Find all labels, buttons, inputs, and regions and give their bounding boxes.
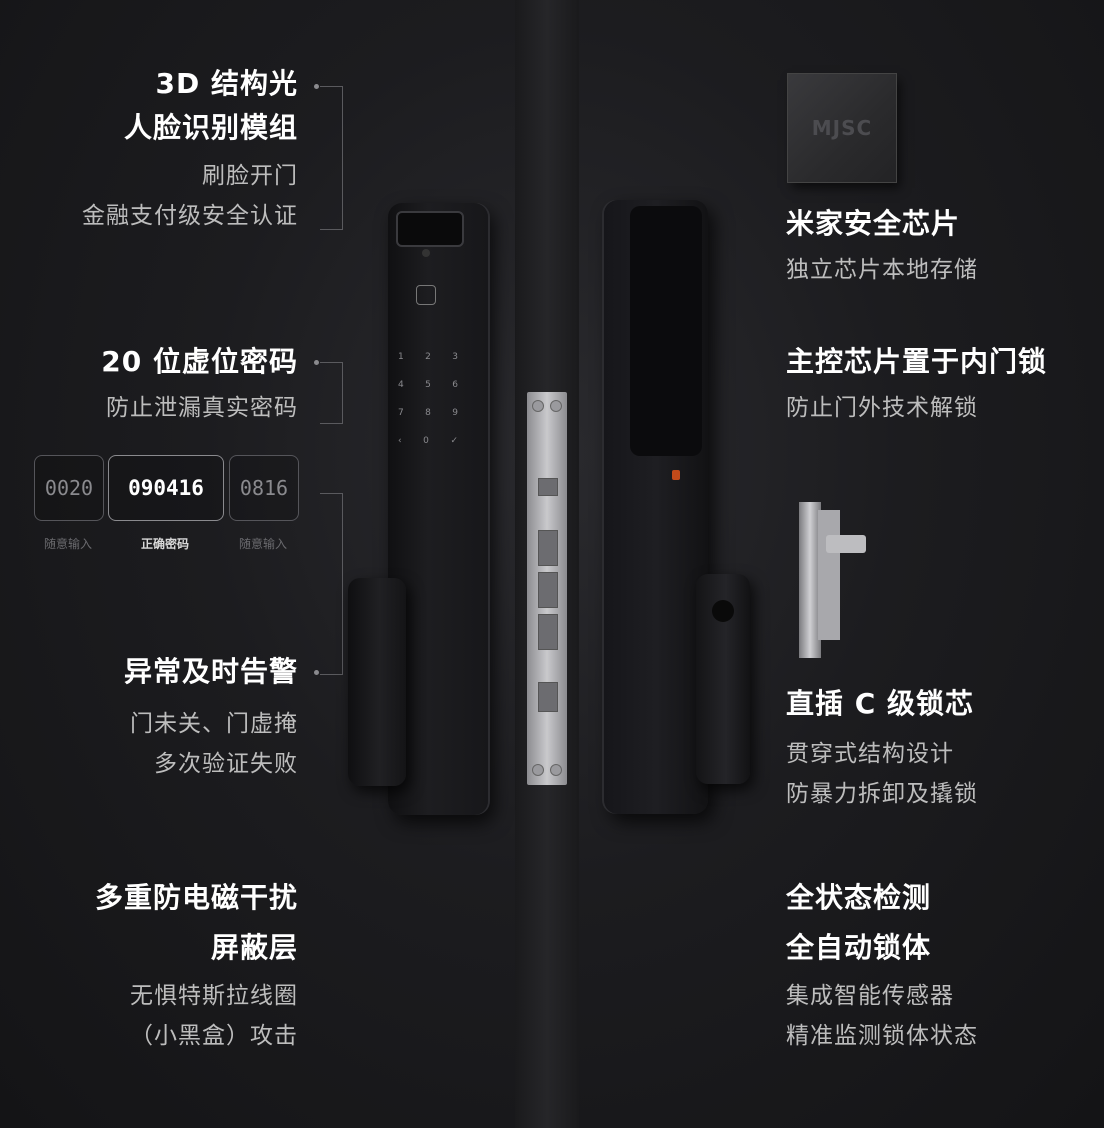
- pin-caption-correct: 正确密码: [140, 537, 189, 551]
- latch-slot: [538, 530, 558, 566]
- feature-desc: 集成智能传感器: [786, 983, 954, 1009]
- feature-title: 米家安全芯片: [786, 207, 961, 240]
- mortise-plate: [527, 392, 567, 785]
- feature-desc: 门未关、门虚掩: [130, 711, 298, 737]
- back-handle: [696, 574, 750, 784]
- security-chip-image: MJSC: [788, 74, 896, 182]
- keypad: 1 2 3 4 5 6 7 8 9 ‹ 0 ✓: [398, 343, 458, 455]
- key: 9: [452, 408, 458, 418]
- feature-main-chip: 主控芯片置于内门锁 防止门外技术解锁: [786, 340, 1047, 428]
- feature-desc: 无惧特斯拉线圈: [130, 983, 298, 1009]
- feature-desc: 贯穿式结构设计: [786, 741, 954, 767]
- keypad-row: 7 8 9: [398, 399, 458, 427]
- feature-virtual-password: 20 位虚位密码 防止泄漏真实密码: [101, 340, 298, 428]
- feature-title: 人脸识别模组: [123, 111, 298, 144]
- key: 0: [423, 436, 429, 446]
- screw: [550, 400, 562, 412]
- key: 3: [452, 352, 458, 362]
- leader-line: [320, 362, 343, 424]
- leader-line: [320, 86, 343, 230]
- feature-title: 全状态检测: [786, 881, 932, 914]
- feature-desc: 防暴力拆卸及撬锁: [786, 781, 978, 807]
- feature-desc: 刷脸开门: [202, 163, 298, 189]
- key: 8: [425, 408, 431, 418]
- latch-slot: [538, 682, 558, 712]
- feature-title: 屏蔽层: [210, 931, 298, 964]
- face-icon: [416, 285, 436, 305]
- screw: [550, 764, 562, 776]
- feature-title: 全自动锁体: [786, 931, 932, 964]
- key: 4: [398, 380, 404, 390]
- lock-cylinder-body: [818, 510, 840, 640]
- keypad-row: 1 2 3: [398, 343, 458, 371]
- keypad-row: ‹ 0 ✓: [398, 427, 458, 455]
- key: ‹: [398, 436, 402, 446]
- back-screen: [630, 206, 702, 456]
- feature-title: 主控芯片置于内门锁: [786, 345, 1048, 378]
- pin-caption: 随意输入: [238, 537, 287, 551]
- feature-c-grade-cylinder: 直插 C 级锁芯 贯穿式结构设计 防暴力拆卸及撬锁: [786, 682, 978, 814]
- front-handle: [348, 578, 406, 786]
- status-led: [672, 470, 680, 480]
- key: 2: [425, 352, 431, 362]
- pin-caption: 随意输入: [43, 537, 92, 551]
- lock-cylinder-bolt: [826, 535, 866, 553]
- knob-icon: [712, 600, 734, 622]
- feature-full-detection: 全状态检测 全自动锁体 集成智能传感器 精准监测锁体状态: [786, 876, 978, 1056]
- keypad-row: 4 5 6: [398, 371, 458, 399]
- pin-box-correct: 090416: [108, 455, 224, 521]
- feature-title: 异常及时告警: [123, 655, 298, 688]
- feature-title: 3D 结构光: [155, 67, 298, 100]
- feature-desc: 防止泄漏真实密码: [106, 395, 298, 421]
- feature-security-chip: 米家安全芯片 独立芯片本地存储: [786, 202, 978, 290]
- leader-dot: [314, 84, 319, 89]
- leader-line: [320, 493, 343, 675]
- lock-cylinder-image: [799, 502, 821, 658]
- latch-slot: [538, 478, 558, 496]
- pin-box: 0020: [34, 455, 104, 521]
- feature-desc: 防止门外技术解锁: [786, 395, 978, 421]
- key: ✓: [450, 436, 458, 446]
- camera-icon: [422, 249, 430, 257]
- feature-emi-shield: 多重防电磁干扰 屏蔽层 无惧特斯拉线圈 （小黑盒）攻击: [95, 876, 298, 1056]
- feature-title: 20 位虚位密码: [101, 345, 298, 378]
- back-lock-image: [604, 200, 708, 814]
- feature-title: 直插 C 级锁芯: [786, 687, 975, 720]
- feature-desc: 精准监测锁体状态: [786, 1023, 978, 1049]
- chip-label: MJSC: [811, 116, 873, 140]
- leader-dot: [314, 670, 319, 675]
- leader-dot: [314, 360, 319, 365]
- key: 7: [398, 408, 404, 418]
- screw: [532, 400, 544, 412]
- feature-desc: （小黑盒）攻击: [130, 1023, 298, 1049]
- feature-face-recognition: 3D 结构光 人脸识别模组 刷脸开门 金融支付级安全认证: [82, 62, 298, 236]
- feature-desc: 独立芯片本地存储: [786, 257, 978, 283]
- key: 5: [425, 380, 431, 390]
- feature-desc: 金融支付级安全认证: [82, 203, 298, 229]
- face-sensor: [396, 211, 464, 247]
- pin-box: 0816: [229, 455, 299, 521]
- feature-alarm: 异常及时告警 门未关、门虚掩 多次验证失败: [124, 650, 298, 784]
- latch-slot: [538, 614, 558, 650]
- key: 1: [398, 352, 404, 362]
- pin-demo: 0020 090416 0816 随意输入 正确密码 随意输入: [34, 455, 299, 555]
- latch-slot: [538, 572, 558, 608]
- feature-title: 多重防电磁干扰: [94, 881, 298, 914]
- screw: [532, 764, 544, 776]
- key: 6: [452, 380, 458, 390]
- feature-desc: 多次验证失败: [154, 751, 298, 777]
